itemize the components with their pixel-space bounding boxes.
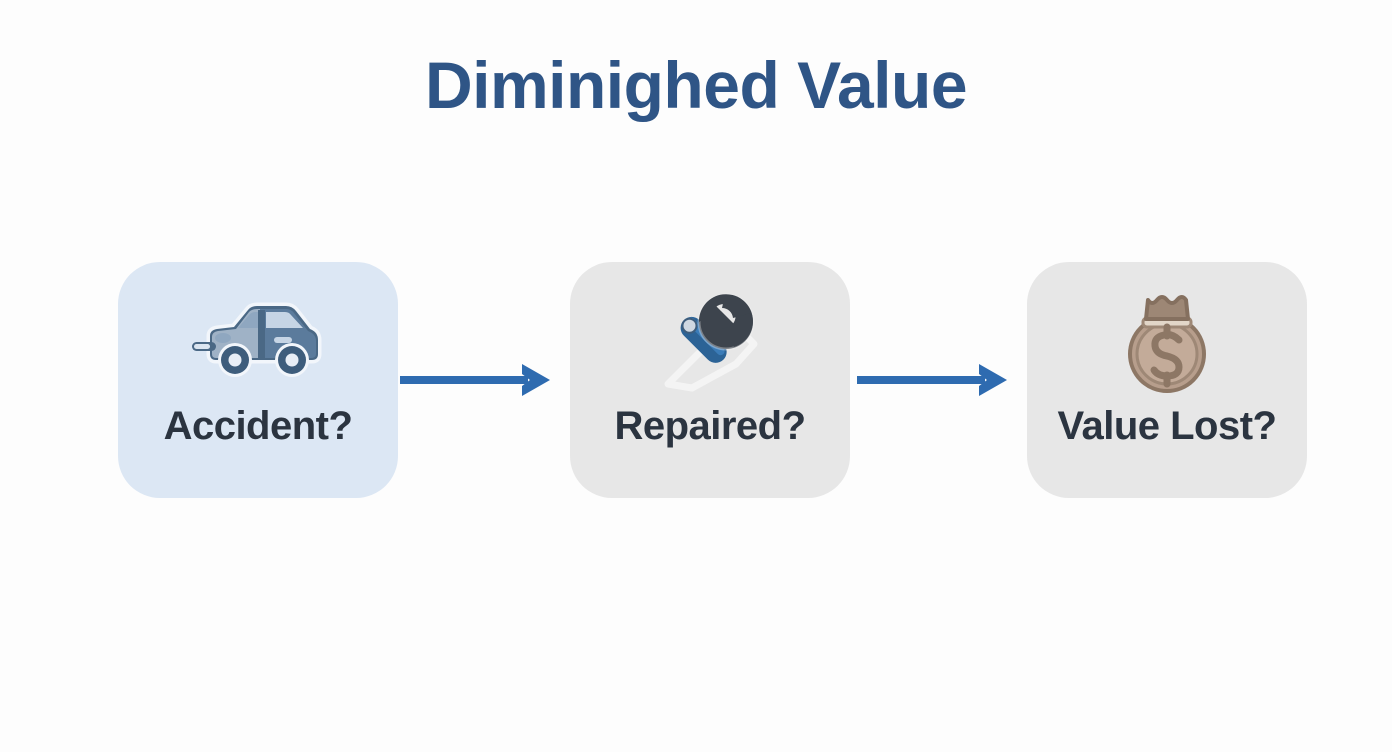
flow-step-label: Repaired? xyxy=(614,404,806,448)
page-title: Diminighed Value xyxy=(424,48,968,122)
flow-step-label: Value Lost? xyxy=(1057,404,1278,448)
wrench-icon xyxy=(642,286,778,398)
arrow-right-icon xyxy=(398,358,570,402)
flow-step-repaired[interactable]: Repaired? xyxy=(570,262,850,498)
flow-step-label: Accident? xyxy=(163,404,353,448)
flow-diagram: Accident? xyxy=(0,262,1392,498)
arrow-right-icon xyxy=(855,358,1027,402)
money-bag-icon xyxy=(1099,286,1235,398)
flow-step-value-lost[interactable]: Value Lost? xyxy=(1027,262,1307,498)
car-icon xyxy=(190,286,326,398)
flow-step-accident[interactable]: Accident? xyxy=(118,262,398,498)
